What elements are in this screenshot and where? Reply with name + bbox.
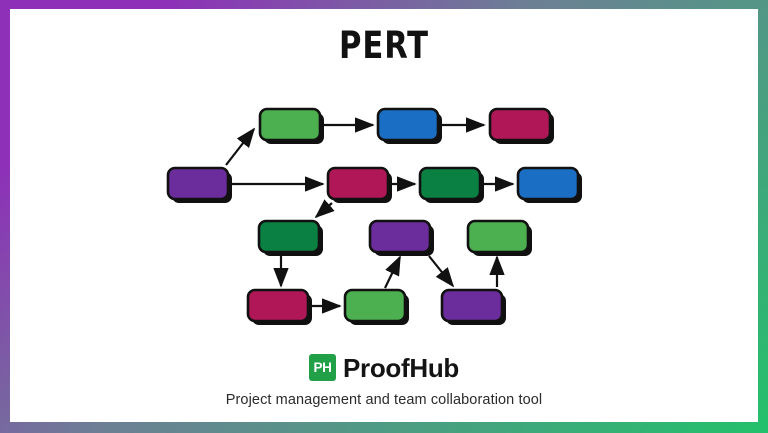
pert-node-n5[interactable] bbox=[326, 166, 390, 201]
pert-diagram bbox=[166, 107, 582, 325]
edge-n1-n2 bbox=[225, 127, 256, 166]
page-title: PERT bbox=[338, 24, 429, 67]
slide-canvas: PERT bbox=[10, 9, 758, 422]
tagline: Project management and team collaboratio… bbox=[225, 392, 543, 408]
proofhub-logo-mark-icon: PH bbox=[308, 354, 336, 381]
pert-node-n2[interactable] bbox=[258, 107, 322, 142]
pert-node-n12[interactable] bbox=[343, 288, 407, 323]
pert-node-n8[interactable] bbox=[257, 219, 321, 254]
pert-node-n3[interactable] bbox=[376, 107, 440, 142]
pert-node-n13[interactable] bbox=[440, 288, 504, 323]
pert-node-n9[interactable] bbox=[368, 219, 432, 254]
edge-n5-n8 bbox=[314, 199, 335, 219]
pert-node-n4[interactable] bbox=[488, 107, 552, 142]
edge-n9-n13 bbox=[428, 255, 455, 288]
edge-layer bbox=[225, 117, 515, 314]
pert-node-n6[interactable] bbox=[418, 166, 482, 201]
pert-node-n11[interactable] bbox=[246, 288, 310, 323]
pert-node-n1[interactable] bbox=[166, 166, 230, 201]
proofhub-brand-name: ProofHub bbox=[342, 352, 460, 383]
node-layer bbox=[166, 107, 582, 325]
edge-n12-n9 bbox=[384, 255, 401, 289]
proofhub-logo[interactable]: PH ProofHub bbox=[10, 354, 758, 381]
pert-node-n7[interactable] bbox=[516, 166, 580, 201]
node-body-layer bbox=[166, 107, 580, 323]
pert-node-n10[interactable] bbox=[466, 219, 530, 254]
footer: PH ProofHub Project management and team … bbox=[10, 354, 758, 408]
